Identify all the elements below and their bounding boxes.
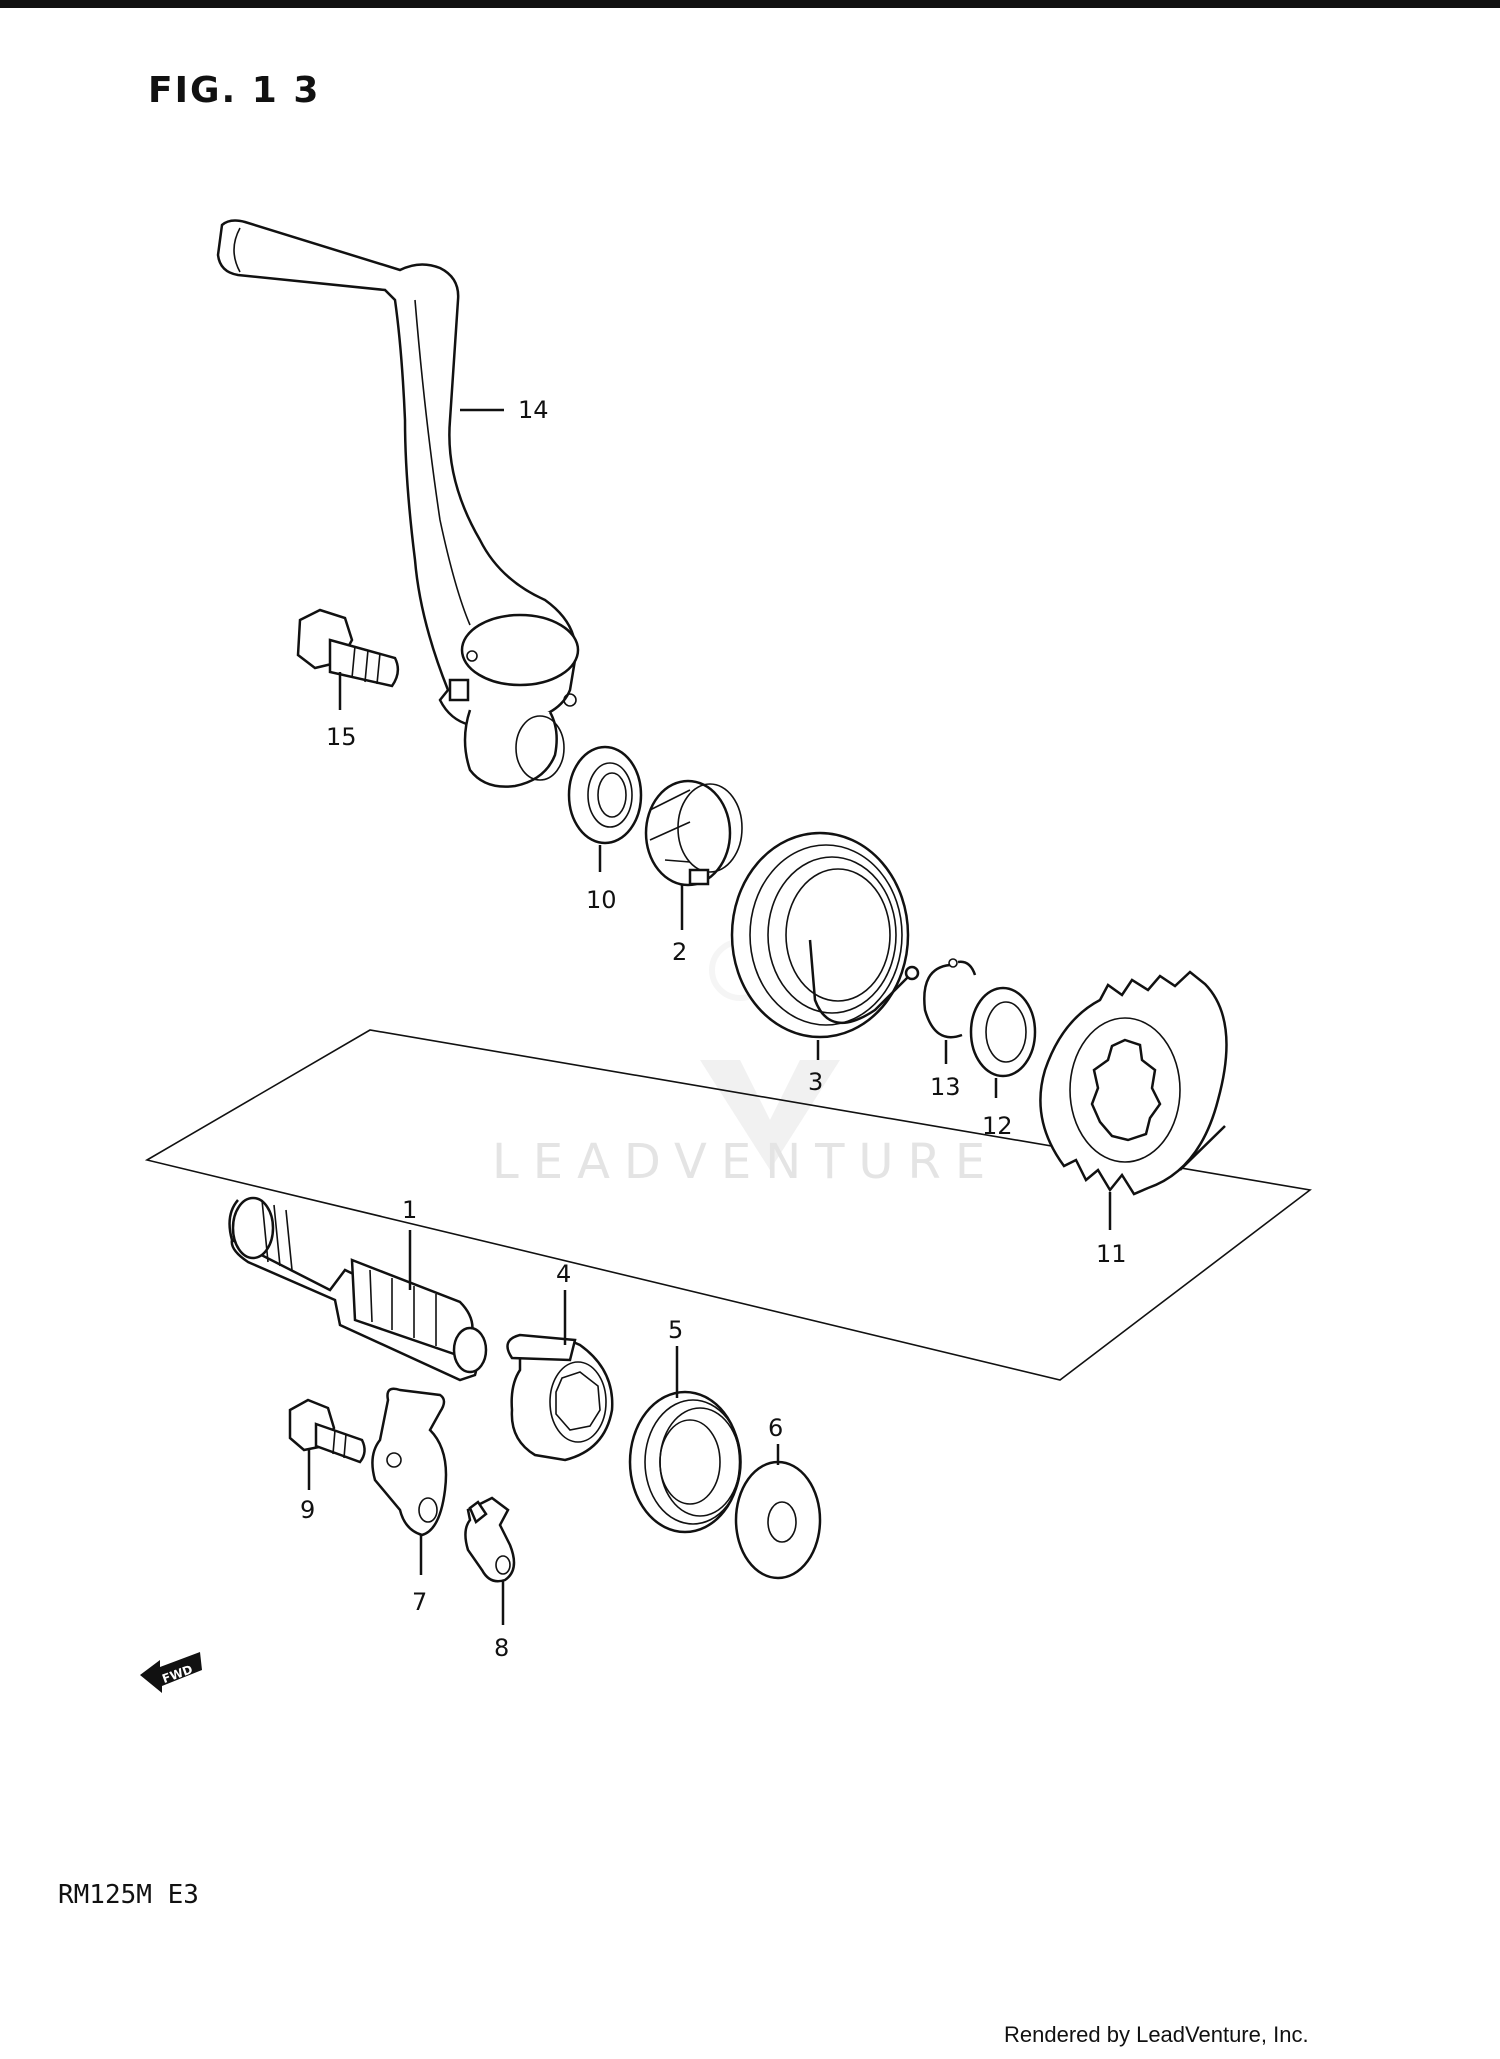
callout-1: 1 xyxy=(402,1196,417,1224)
kick-idle-gear[interactable] xyxy=(1039,970,1228,1196)
callout-11: 11 xyxy=(1096,1240,1127,1268)
oil-seal[interactable] xyxy=(567,745,643,845)
callout-10: 10 xyxy=(586,886,617,914)
callout-2: 2 xyxy=(672,938,687,966)
callout-14: 14 xyxy=(518,396,549,424)
kick-starter-shaft[interactable] xyxy=(228,1196,488,1382)
watermark-text: LEADVENTURE xyxy=(492,1134,999,1190)
return-spring[interactable] xyxy=(730,831,920,1039)
top-border xyxy=(0,0,1500,8)
footer-credit: Rendered by LeadVenture, Inc. xyxy=(1004,2022,1309,2047)
guide-plate[interactable] xyxy=(371,1387,448,1537)
compression-spring[interactable] xyxy=(628,1390,742,1534)
thrust-washer[interactable] xyxy=(969,986,1037,1078)
subassembly-frame xyxy=(144,1029,1312,1381)
circlip[interactable] xyxy=(923,958,977,1039)
callout-12: 12 xyxy=(982,1112,1013,1140)
callout-3: 3 xyxy=(808,1068,823,1096)
spring-guide[interactable] xyxy=(644,779,743,887)
ratchet-starter[interactable] xyxy=(506,1333,614,1462)
callout-15: 15 xyxy=(326,723,357,751)
callout-13: 13 xyxy=(930,1073,961,1101)
callout-9: 9 xyxy=(300,1496,315,1524)
callout-4: 4 xyxy=(556,1260,571,1288)
figure-title: FIG. 1 3 xyxy=(148,70,321,111)
lever-bolt[interactable] xyxy=(296,608,400,688)
guide-bolt[interactable] xyxy=(288,1398,366,1464)
callout-6: 6 xyxy=(768,1414,783,1442)
callout-5: 5 xyxy=(668,1316,683,1344)
callout-8: 8 xyxy=(494,1634,509,1662)
ratchet-stopper[interactable] xyxy=(464,1496,516,1583)
fwd-arrow-icon: FWD xyxy=(140,1652,202,1693)
callout-7: 7 xyxy=(412,1588,427,1616)
flat-washer[interactable] xyxy=(734,1460,822,1580)
model-code: RM125M E3 xyxy=(58,1880,199,1910)
kick-starter-lever[interactable] xyxy=(216,219,580,788)
